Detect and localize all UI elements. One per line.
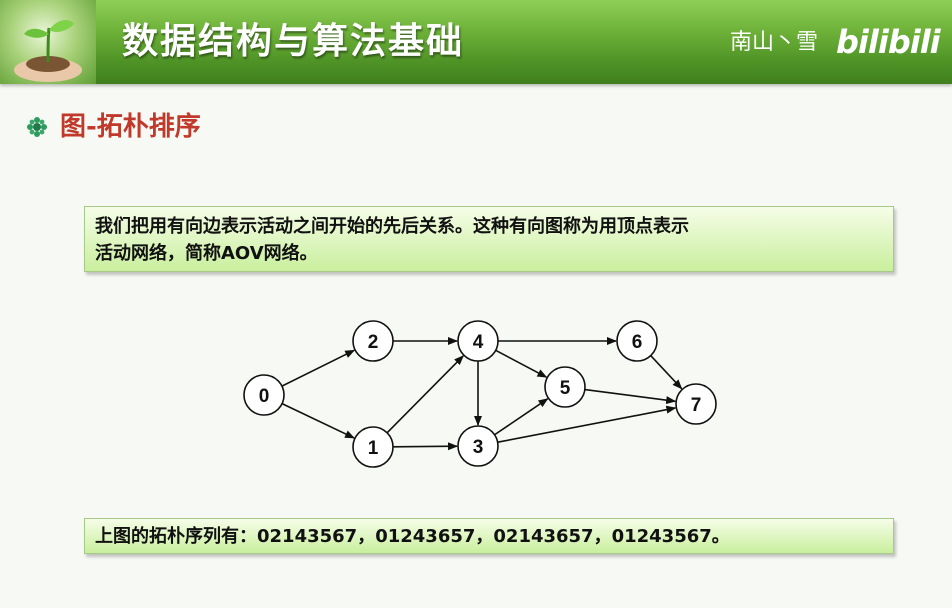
node-label: 0 [259, 386, 270, 407]
topological-order-box: 上图的拓朴序列有：02143567，01243657，02143657，0124… [84, 518, 894, 554]
edge-1-3 [392, 442, 459, 451]
edge-0-2 [281, 349, 356, 387]
node-6: 6 [616, 320, 658, 362]
edge-layer [281, 337, 683, 451]
node-label: 2 [368, 332, 379, 353]
edge-5-7 [584, 388, 677, 405]
node-3: 3 [457, 425, 499, 467]
node-label: 6 [632, 332, 643, 353]
edge-3-5 [494, 398, 549, 436]
node-label: 4 [473, 332, 484, 353]
definition-line-1: 我们把用有向边表示活动之间开始的先后关系。这种有向图称为用顶点表示 [95, 216, 689, 237]
course-title: 数据结构与算法基础 [122, 21, 465, 62]
node-circle [457, 425, 499, 467]
section-title: 图-拓朴排序 [60, 112, 201, 142]
edge-3-7 [497, 405, 677, 444]
bilibili-logo: bilibili [836, 23, 941, 61]
edge-1-4 [386, 355, 464, 434]
node-label: 3 [473, 437, 484, 458]
node-circle [544, 366, 586, 408]
flower-bullet-icon [27, 117, 47, 137]
header-banner: 数据结构与算法基础 南山丶雪 bilibili [0, 0, 952, 84]
node-circle [243, 374, 285, 416]
node-circle [352, 320, 394, 362]
node-circle [352, 426, 394, 468]
topological-order-text: 上图的拓朴序列有：02143567，01243657，02143657，0124… [95, 526, 730, 547]
node-1: 1 [352, 426, 394, 468]
edge-4-5 [495, 349, 548, 378]
node-circle [457, 320, 499, 362]
node-0: 0 [243, 374, 285, 416]
node-label: 7 [691, 395, 702, 416]
node-layer: 0 1 2 3 4 5 6 7 [243, 320, 717, 468]
section-heading: 图-拓朴排序 [26, 110, 201, 144]
node-4: 4 [457, 320, 499, 362]
seedling-logo [0, 0, 96, 84]
node-5: 5 [544, 366, 586, 408]
definition-line-2: 活动网络，简称AOV网络。 [95, 243, 318, 264]
node-circle [675, 383, 717, 425]
definition-box: 我们把用有向边表示活动之间开始的先后关系。这种有向图称为用顶点表示 活动网络，简… [84, 206, 894, 272]
node-2: 2 [352, 320, 394, 362]
edge-6-7 [650, 355, 683, 390]
edge-0-1 [281, 402, 355, 439]
node-label: 1 [368, 438, 379, 459]
node-label: 5 [560, 378, 571, 399]
node-circle [616, 320, 658, 362]
node-7: 7 [675, 383, 717, 425]
author-name: 南山丶雪 [730, 30, 819, 55]
